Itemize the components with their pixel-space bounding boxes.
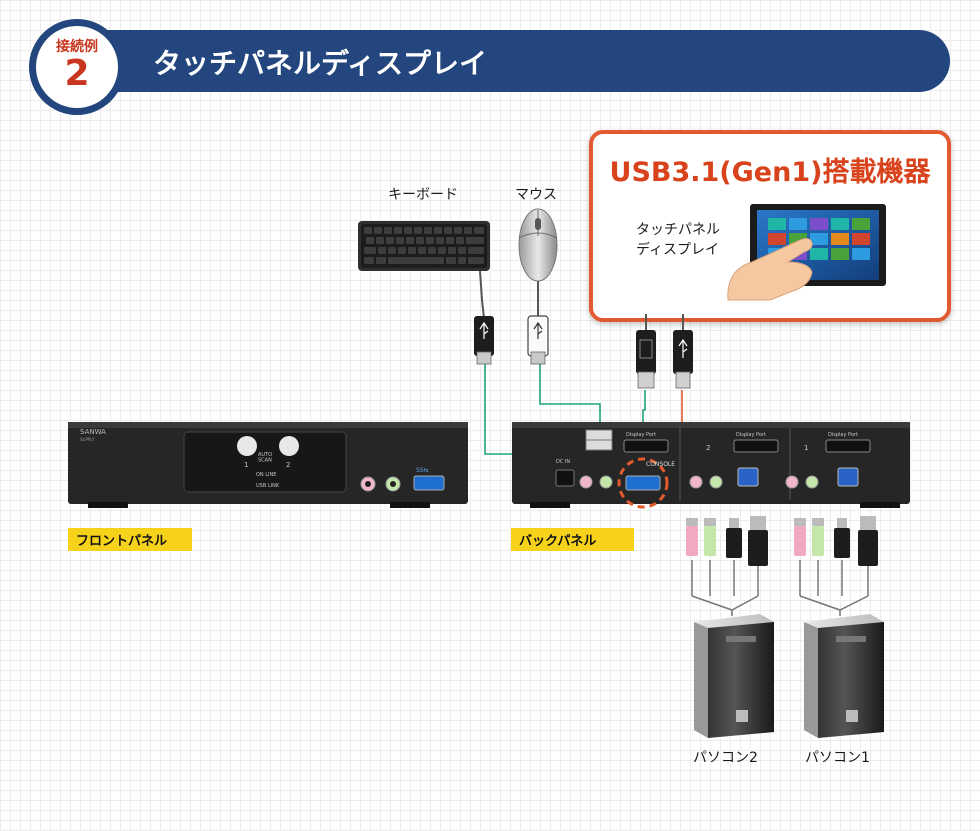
back-panel-tag: バックパネル <box>511 528 634 551</box>
back-dc-in: DC IN <box>556 459 570 465</box>
front-port-2: 2 <box>286 461 290 469</box>
front-brand-sub: SUPPLY <box>80 437 95 442</box>
example-badge-inner <box>36 26 118 108</box>
keyboard-icon <box>358 221 490 271</box>
callout-title: USB3.1(Gen1)搭載機器 <box>609 157 931 188</box>
touch-display-icon <box>727 204 886 301</box>
highlight-circle <box>617 457 669 509</box>
back-console-label: CONSOLE <box>646 461 675 468</box>
touch-display-label: タッチパネル ディスプレイ <box>636 222 720 258</box>
back-panel-device <box>512 422 910 509</box>
pc2-cable-bundle <box>686 516 768 616</box>
display-usb-plug-icon <box>673 314 693 389</box>
pc1-label: パソコン1 <box>805 750 870 766</box>
header-bar <box>62 30 950 92</box>
front-usb-ss: SS⇆ <box>416 467 429 474</box>
dc-in-port-icon <box>555 469 575 487</box>
front-port-1: 1 <box>244 461 248 469</box>
pc1-tower-icon <box>804 614 884 738</box>
back-dp-label-1: Display Port <box>828 432 858 438</box>
example-badge-number: 2 <box>64 53 90 94</box>
usb-plug-black-icon <box>474 316 494 365</box>
back-pc2-port: 2 <box>706 444 710 452</box>
displayport-plug-icon <box>636 314 656 389</box>
front-panel-device <box>68 422 468 508</box>
pc1-cable-bundle <box>794 516 878 616</box>
back-dp-label-console: Display Port <box>626 432 656 438</box>
usb-plug-white-icon <box>527 315 549 365</box>
front-panel-tag: フロントパネル <box>68 528 192 551</box>
console-displayport-icon <box>623 439 669 453</box>
console-usb3-port-icon <box>625 475 661 491</box>
mouse-label: マウス <box>515 187 557 203</box>
pc2-label: パソコン2 <box>693 750 758 766</box>
page-title: タッチパネルディスプレイ <box>153 47 488 80</box>
front-brand: SANWA <box>80 428 106 436</box>
hand-icon <box>727 238 813 301</box>
pc2-tower-icon <box>694 614 774 738</box>
front-usb-link: USB LINK <box>256 483 280 489</box>
front-online: ON LINE <box>256 472 276 478</box>
mouse-icon <box>518 208 558 282</box>
back-dp-label-2: Display Port <box>736 432 766 438</box>
keyboard-label: キーボード <box>388 187 458 203</box>
keyboard-cable <box>479 270 485 319</box>
front-button-2 <box>279 436 299 456</box>
back-pc1-port: 1 <box>804 444 808 452</box>
front-button-1 <box>237 436 257 456</box>
front-usb-port-icon <box>413 475 445 491</box>
example-badge-label: 接続例 <box>56 39 98 55</box>
tile-grid <box>768 218 870 260</box>
